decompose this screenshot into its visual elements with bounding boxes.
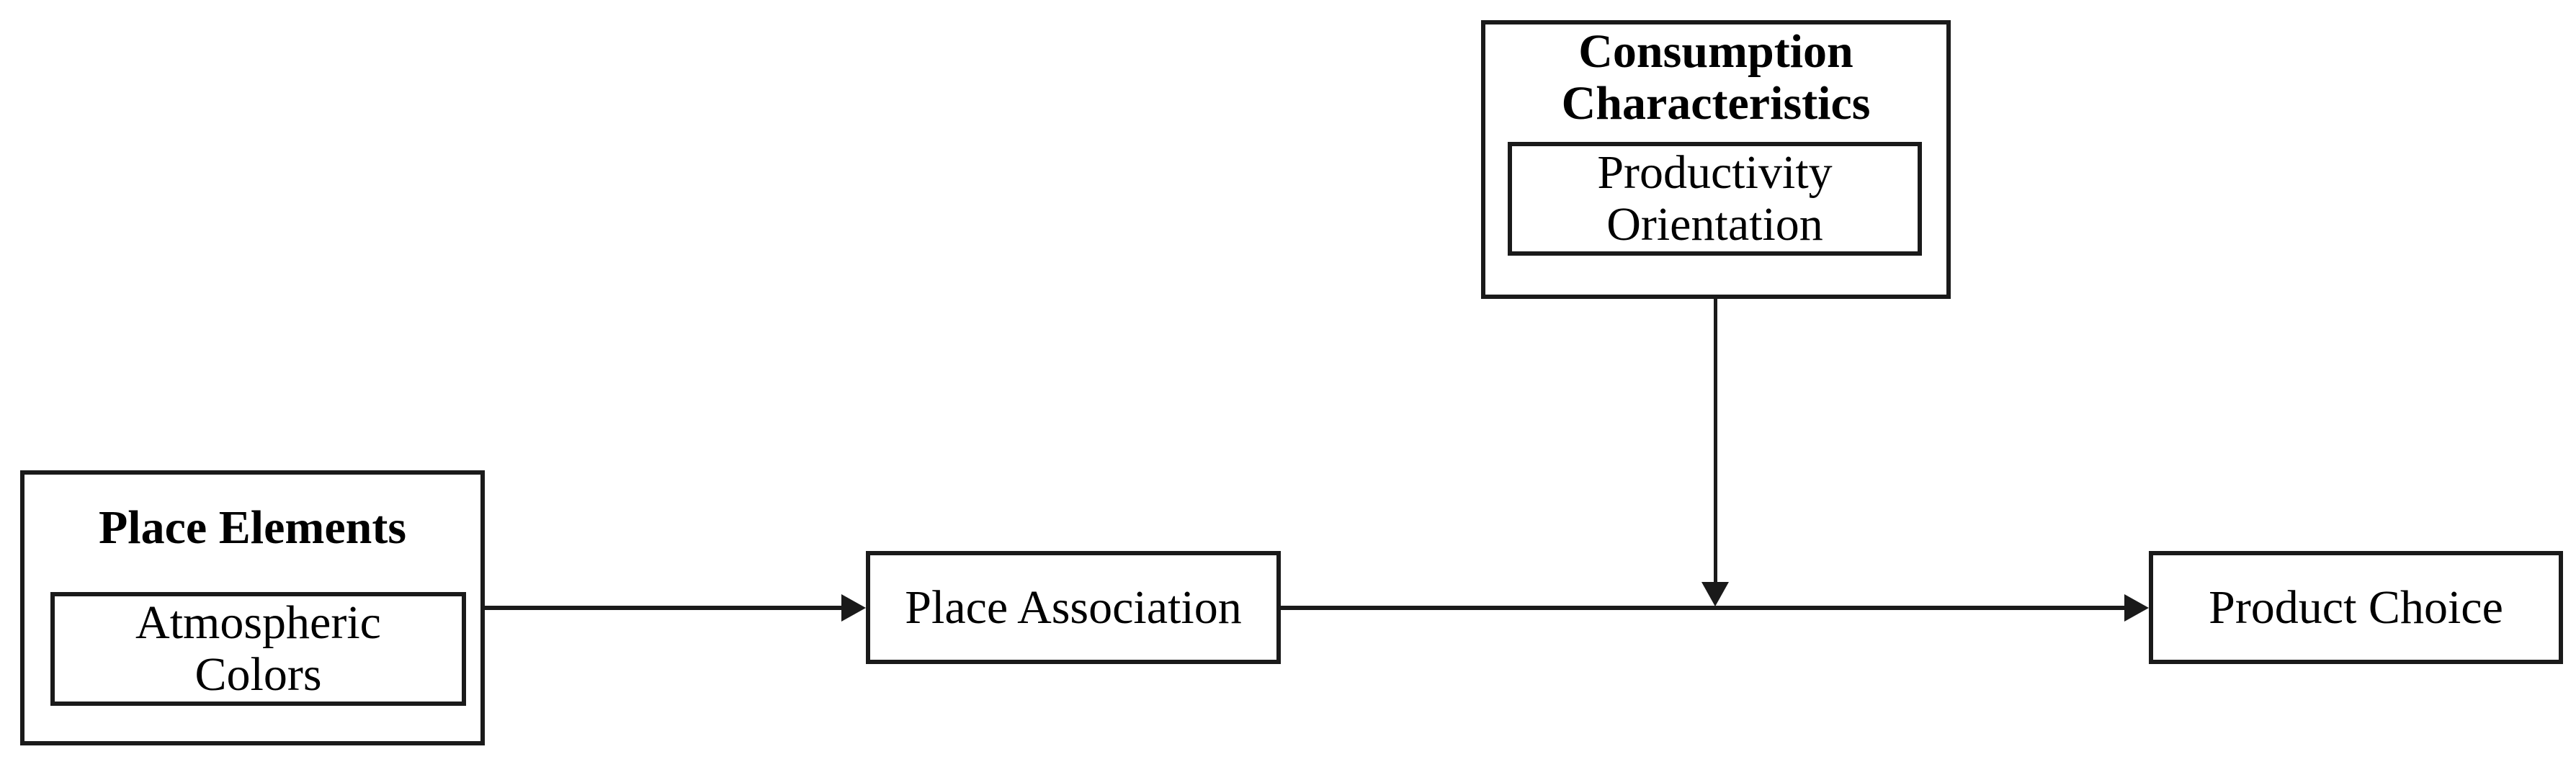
node-label-place-association: Place Association: [905, 581, 1242, 634]
node-label-productivity-orientation: Productivity Orientation: [1597, 146, 1833, 251]
arrowhead-right-icon: [2124, 594, 2149, 622]
arrowhead-right-icon: [841, 594, 866, 622]
node-product-choice: Product Choice: [2149, 551, 2563, 664]
node-productivity-orientation: Productivity Orientation: [1508, 142, 1922, 256]
node-title-consumption-characteristics: Consumption Characteristics: [1561, 25, 1871, 130]
arrowhead-down-icon: [1701, 582, 1729, 606]
node-atmospheric-colors: Atmospheric Colors: [50, 592, 466, 706]
node-consumption-characteristics: Consumption Characteristics Productivity…: [1481, 20, 1951, 299]
node-label-atmospheric-colors: Atmospheric Colors: [135, 596, 381, 701]
node-label-product-choice: Product Choice: [2209, 581, 2503, 634]
arrow-consumption-moderation: [1714, 297, 1717, 585]
arrow-place-elements-to-place-association: [483, 606, 844, 610]
arrow-place-association-to-product-choice: [1279, 606, 2127, 610]
node-place-association: Place Association: [866, 551, 1281, 664]
node-place-elements: Place Elements Atmospheric Colors: [20, 470, 485, 745]
node-title-place-elements: Place Elements: [98, 501, 407, 554]
